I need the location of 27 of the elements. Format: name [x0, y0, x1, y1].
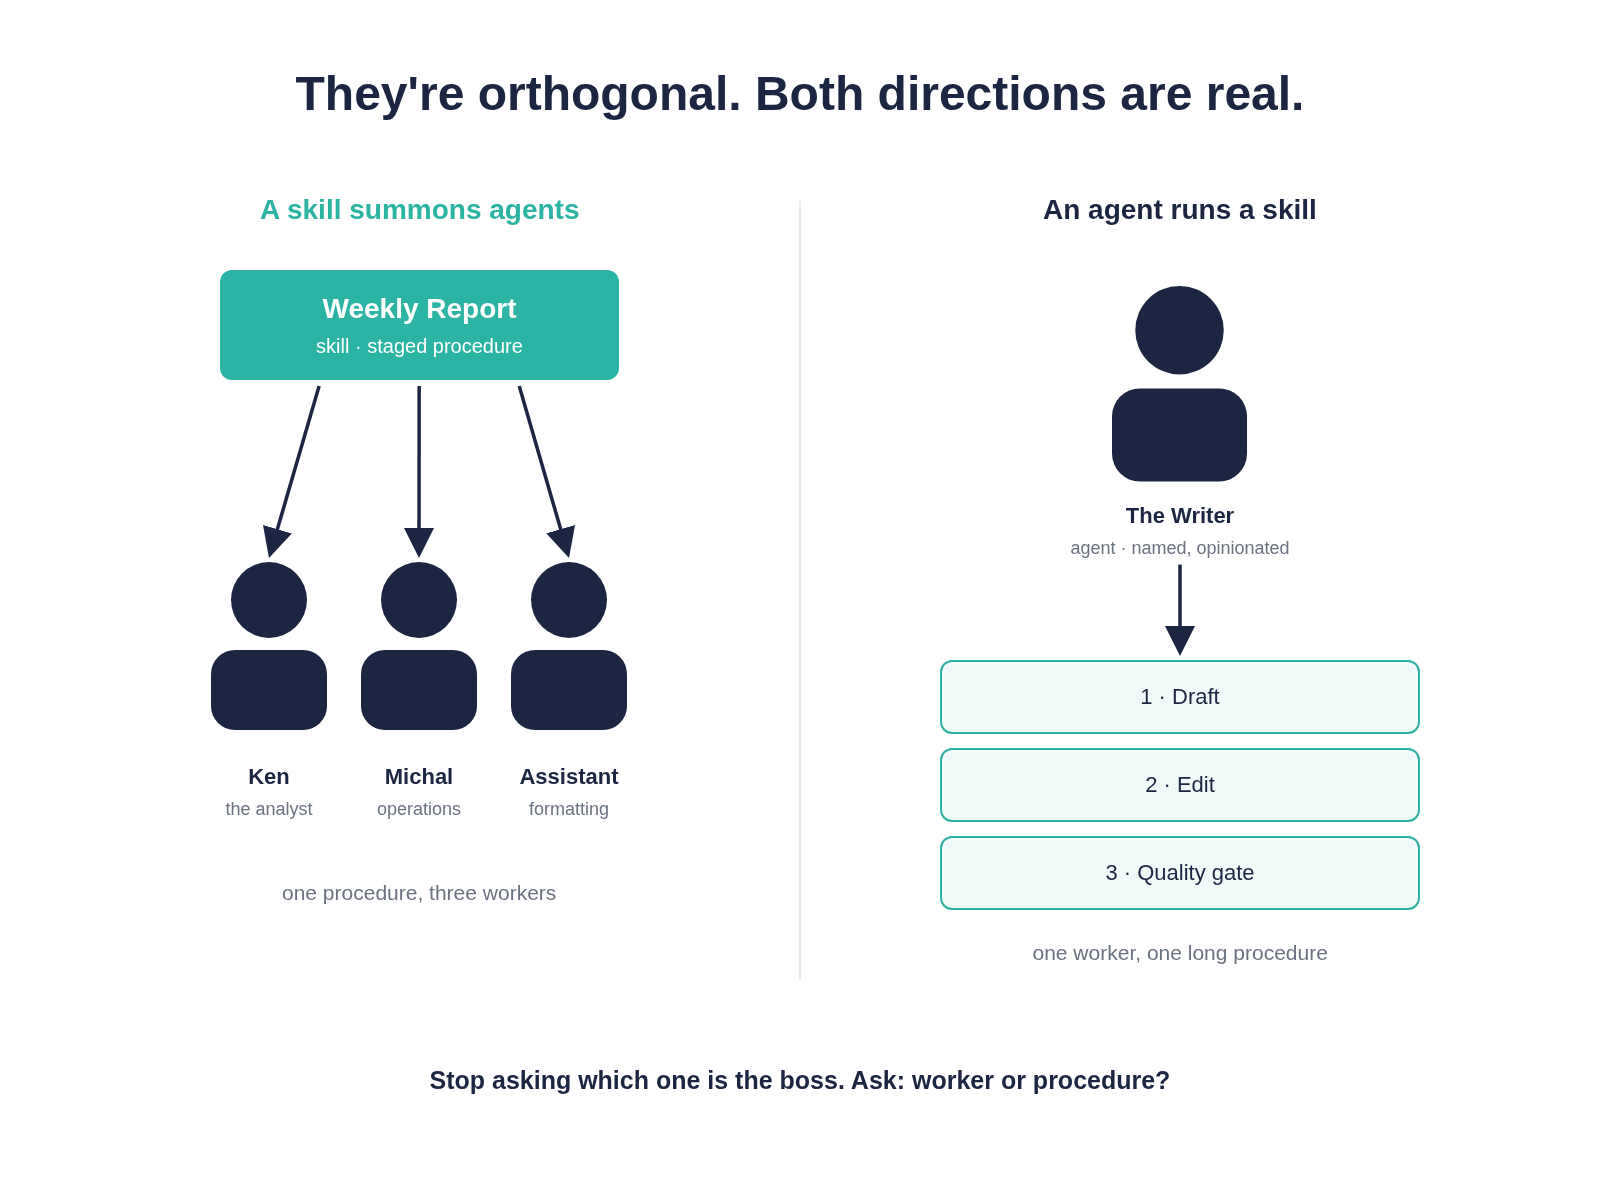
person-name: The Writer	[1125, 502, 1235, 529]
person-role: the analyst	[225, 798, 313, 820]
card-subtitle: skill · staged procedure	[316, 333, 523, 359]
column-heading: A skill summons agents	[260, 193, 580, 227]
card-title: Weekly Report	[322, 291, 517, 326]
person-name: Michal	[384, 764, 454, 790]
step-box	[940, 660, 1420, 734]
step-label: 3 · Quality gate	[1105, 859, 1255, 887]
step-label: 2 · Edit	[1145, 771, 1215, 799]
person-role: operations	[376, 798, 462, 820]
caption: Stop asking which one is the boss. Ask: worker or procedure?	[429, 1065, 1171, 1095]
title: They're orthogonal. Both directions are real.	[295, 66, 1305, 122]
person-role: formatting	[528, 798, 609, 820]
arrow	[404, 386, 435, 558]
arrow	[263, 385, 321, 558]
skill-card	[220, 270, 619, 380]
arrow	[1165, 564, 1195, 656]
summary-note: one worker, one long procedure	[1032, 939, 1328, 965]
summary-note: one procedure, three workers	[282, 879, 557, 905]
step-label: 1 · Draft	[1140, 683, 1220, 711]
person-name: Ken	[248, 764, 290, 790]
arrow	[517, 385, 576, 558]
column-heading: An agent runs a skill	[1043, 193, 1317, 227]
person-role: agent · named, opinionated	[1070, 536, 1290, 559]
person-name: Assistant	[519, 764, 619, 790]
step-box	[940, 748, 1420, 822]
step-box	[940, 836, 1420, 910]
